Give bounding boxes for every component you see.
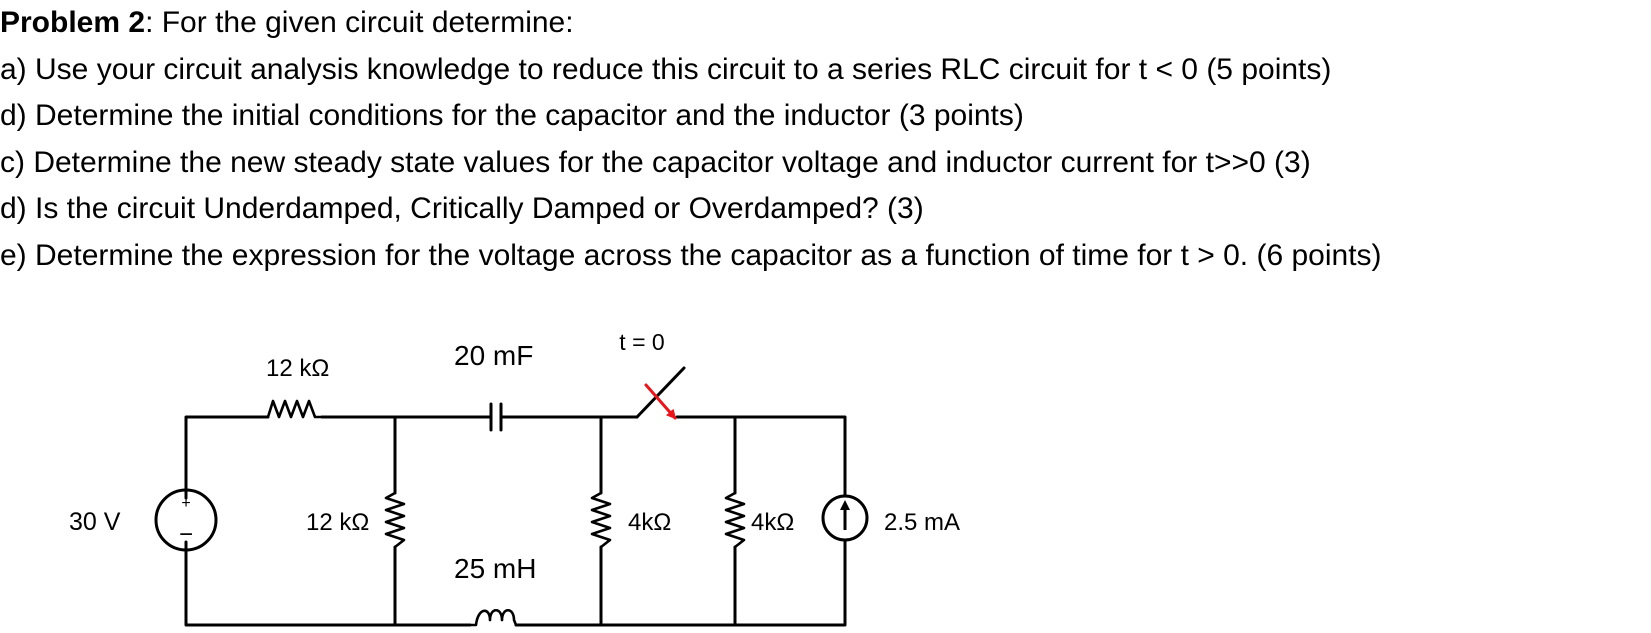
series-resistor-label: 12 kΩ [266,355,329,382]
shunt-resistor-label: 12 kΩ [306,509,369,536]
circuit-wires [184,415,847,627]
problem-part-c: c) Determine the new steady state values… [0,145,1311,179]
series-resistor-symbol [266,399,324,419]
inductor-symbol [468,608,518,627]
problem-heading: Problem 2: For the given circuit determi… [0,0,1651,47]
voltage-source-label: 30 V [69,508,121,536]
current-source [821,494,869,542]
problem-statement: Problem 2: For the given circuit determi… [0,0,1651,279]
current-source-label: 2.5 mA [884,509,960,536]
shunt-resistor-symbol [384,491,406,549]
voltage-source: + − [154,488,218,552]
problem-part-e: e) Determine the expression for the volt… [0,238,1382,272]
resistor-left-symbol [590,491,612,549]
inductor-label: 25 mH [454,553,536,584]
voltage-source-minus: − [179,521,193,548]
capacitor-label: 20 mF [454,340,533,371]
problem-heading-text: : For the given circuit determine: [145,6,574,39]
problem-part-d: d) Is the circuit Underdamped, Criticall… [0,192,924,225]
voltage-source-plus: + [181,495,190,512]
resistor-left-label: 4kΩ [628,509,671,536]
problem-part-b: d) Determine the initial conditions for … [0,99,1024,132]
problem-part-a: a) Use your circuit analysis knowledge t… [0,52,1332,86]
switch-time-label: t = 0 [619,329,664,355]
switch-symbol [635,366,686,420]
capacitor-symbol [484,402,508,432]
resistor-right-symbol [724,491,746,549]
resistor-right-label: 4kΩ [751,509,794,536]
switch-arrow [644,383,677,420]
problem-label: Problem 2 [0,6,146,39]
